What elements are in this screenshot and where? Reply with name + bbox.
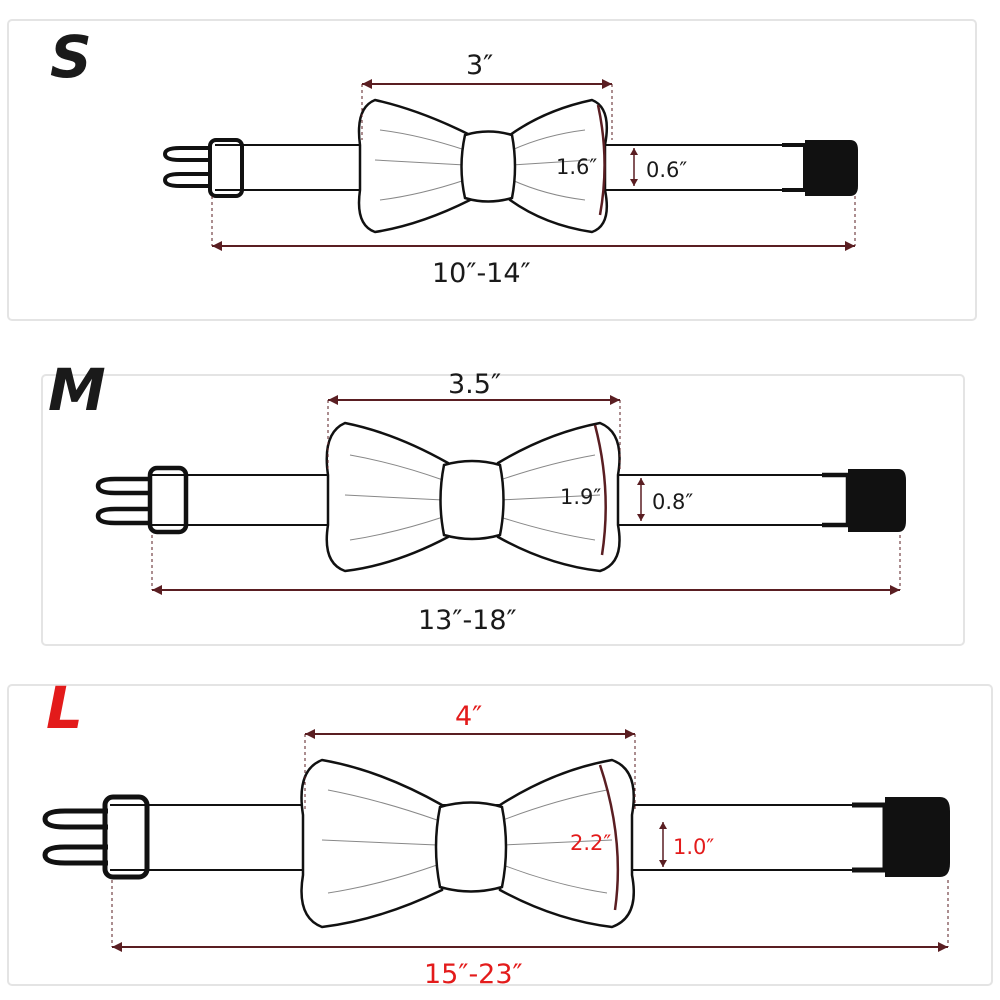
neck-range-label: 13″-18″: [418, 605, 517, 636]
bow-height-label: 1.6″: [556, 155, 598, 179]
buckle-socket-icon: [822, 469, 906, 532]
collar-diagram-s: [7, 19, 977, 321]
buckle-clip-icon: [95, 476, 150, 526]
size-panel-s: S 3″ 1.6″ 0.6″ 10″-14″: [0, 0, 1000, 330]
bow-tie-icon: [300, 758, 636, 929]
bow-width-label: 4″: [455, 701, 483, 732]
slide-loop-icon: [102, 794, 150, 880]
bow-height-label: 1.9″: [560, 485, 602, 509]
buckle-socket-icon: [782, 140, 858, 196]
bow-width-dimension-s: [211, 79, 856, 251]
bow-tie-icon: [325, 421, 621, 573]
collar-diagram-m: [41, 374, 965, 646]
neck-range-label: 10″-14″: [432, 258, 531, 289]
strap-width-label: 1.0″: [673, 835, 715, 859]
size-label-l: L: [46, 674, 83, 742]
slide-loop-icon: [208, 138, 244, 198]
size-panel-l: L 4″ 2.2″ 1.0″ 15″-23″: [0, 665, 1000, 1000]
strap-width-label: 0.8″: [652, 490, 694, 514]
buckle-socket-icon: [852, 797, 950, 877]
bow-width-dimension-l: [111, 729, 949, 952]
strap-width-label: 0.6″: [646, 158, 688, 182]
bow-tie-icon: [357, 98, 609, 234]
bow-width-label: 3.5″: [448, 369, 502, 400]
size-label-s: S: [50, 23, 92, 91]
size-panel-m: M 3.5″ 1.9″ 0.8″ 13″-18″: [0, 345, 1000, 655]
slide-loop-icon: [147, 465, 189, 535]
bow-width-label: 3″: [466, 50, 494, 81]
bow-width-dimension-m: [151, 395, 901, 595]
size-label-m: M: [48, 356, 106, 424]
neck-range-label: 15″-23″: [424, 959, 523, 990]
buckle-clip-icon: [42, 808, 108, 866]
collar-diagram-l: [7, 684, 993, 986]
bow-height-label: 2.2″: [570, 831, 612, 855]
buckle-clip-icon: [162, 146, 210, 188]
